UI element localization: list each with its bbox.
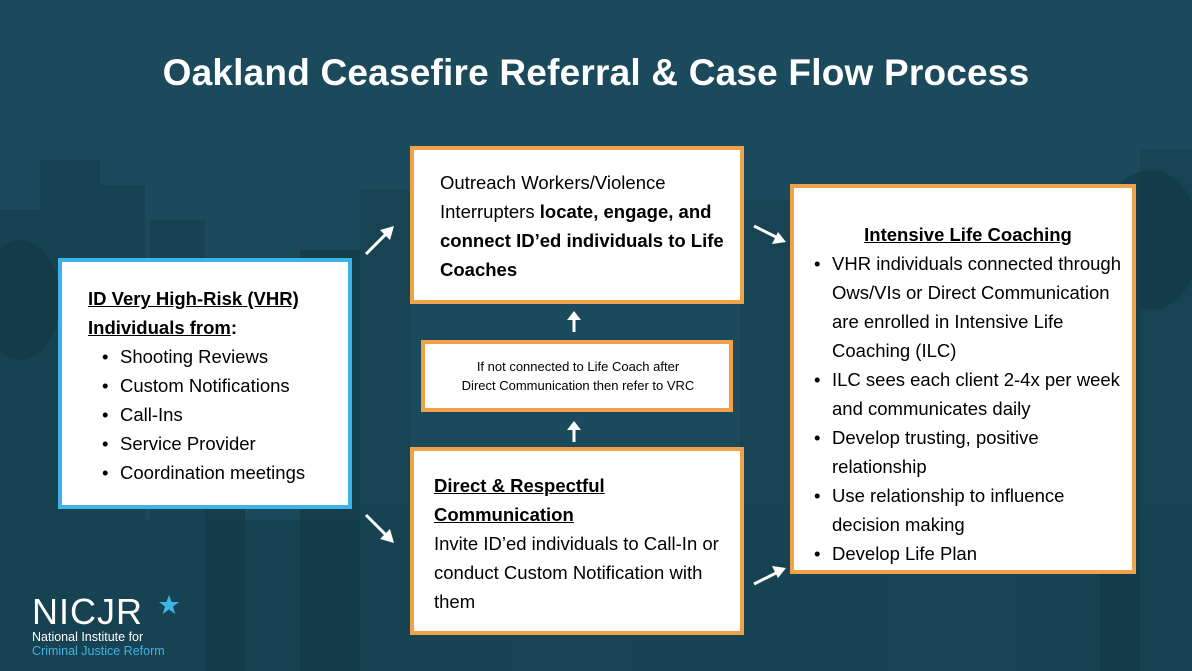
life-coaching-box: Intensive Life Coaching VHR individuals … bbox=[790, 184, 1136, 574]
logo-line2: Criminal Justice Reform bbox=[32, 644, 165, 658]
arrow-up-icon bbox=[567, 311, 581, 332]
referral-note-box: If not connected to Life Coach after Dir… bbox=[421, 340, 733, 412]
list-item: Service Provider bbox=[88, 429, 338, 458]
logo-wordmark: NICJR bbox=[32, 591, 143, 632]
vhr-heading-line1: ID Very High-Risk (VHR) bbox=[88, 288, 299, 309]
slide-title: Oakland Ceasefire Referral & Case Flow P… bbox=[162, 52, 1030, 93]
vhr-heading-line2: Individuals from bbox=[88, 317, 231, 338]
list-item: VHR individuals connected through Ows/VI… bbox=[814, 249, 1122, 365]
referral-note-line2: Direct Communication then refer to VRC bbox=[461, 378, 695, 393]
vhr-sources-box: ID Very High-Risk (VHR) Individuals from… bbox=[58, 258, 352, 509]
vhr-heading-line2-row: Individuals from: bbox=[88, 313, 338, 342]
life-coaching-list: VHR individuals connected through Ows/VI… bbox=[814, 249, 1122, 568]
arrow-down-right-icon bbox=[364, 513, 394, 543]
list-item: ILC sees each client 2-4x per week and c… bbox=[814, 365, 1122, 423]
direct-comm-body: Invite ID’ed individuals to Call-In or c… bbox=[434, 533, 719, 612]
arrow-right-down-icon bbox=[753, 224, 786, 244]
life-coaching-heading: Intensive Life Coaching bbox=[864, 224, 1072, 245]
outreach-box: Outreach Workers/Violence Interrupters l… bbox=[410, 146, 744, 304]
referral-note-line1: If not connected to Life Coach after bbox=[476, 359, 680, 374]
arrow-up-right-icon bbox=[364, 226, 394, 256]
list-item-continuation: Coordination meetings bbox=[88, 458, 338, 487]
star-icon bbox=[159, 595, 179, 614]
arrow-right-up-icon bbox=[753, 566, 786, 586]
arrow-up-icon bbox=[567, 421, 581, 442]
outreach-bold-text: locate, engage, and connect ID’ed indivi… bbox=[440, 201, 724, 280]
outreach-text: Outreach Workers/Violence Interrupters bbox=[440, 172, 666, 222]
list-item: Use relationship to influence decision m… bbox=[814, 481, 1122, 539]
direct-comm-heading-2: Communication bbox=[434, 504, 574, 525]
direct-communication-box: Direct & Respectful Communication Invite… bbox=[410, 447, 744, 635]
logo-line1: National Institute for bbox=[32, 630, 144, 644]
list-item: Develop Life Plan bbox=[814, 539, 1122, 568]
list-item: Custom Notifications bbox=[88, 371, 338, 400]
list-item: Shooting Reviews bbox=[88, 342, 338, 371]
list-item: Call-Ins bbox=[88, 400, 338, 429]
direct-comm-heading-1: Direct & Respectful bbox=[434, 475, 605, 496]
nicjr-logo: NICJR National Institute for Criminal Ju… bbox=[32, 591, 179, 658]
vhr-heading-colon: : bbox=[230, 317, 238, 338]
vhr-sources-list: Shooting Reviews Custom Notifications Ca… bbox=[88, 342, 338, 487]
list-item: Develop trusting, positive relationship bbox=[814, 423, 1122, 481]
